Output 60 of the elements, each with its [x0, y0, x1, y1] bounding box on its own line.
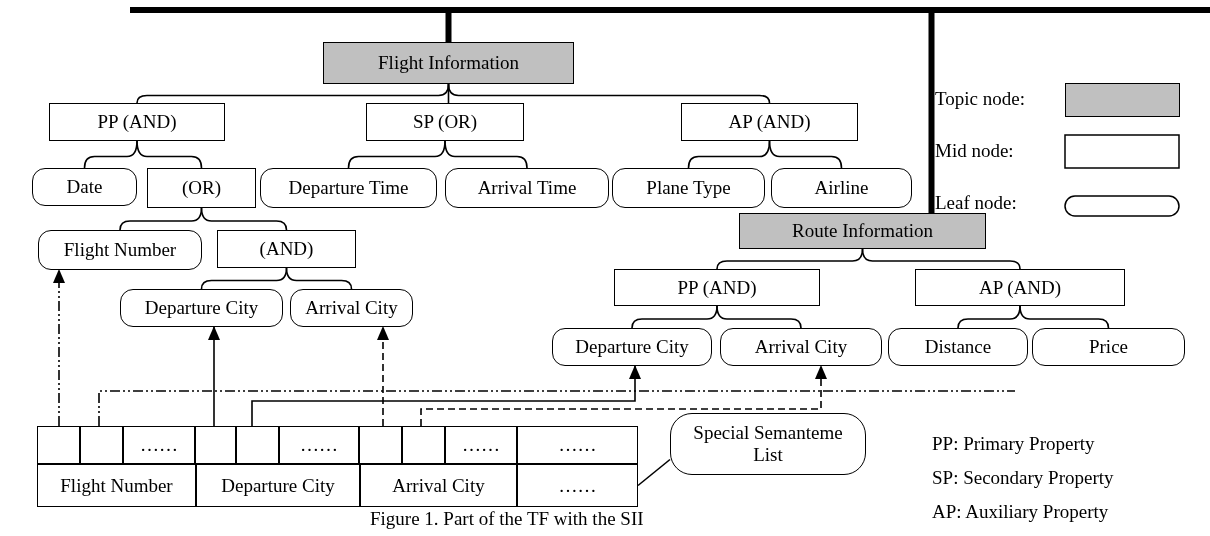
table-cell [80, 426, 123, 464]
table-cell: …… [517, 426, 638, 464]
table-cell: …… [123, 426, 195, 464]
table-cell: …… [445, 426, 517, 464]
bus-connector [445, 13, 452, 42]
bus-connector [928, 13, 935, 213]
abbreviation-note: AP: Auxiliary Property [932, 501, 1109, 523]
mid-node: (AND) [217, 230, 356, 268]
brace [861, 248, 1021, 270]
figure-caption: Figure 1. Part of the TF with the SII [370, 508, 644, 530]
leaf-node: Departure City [120, 289, 283, 327]
table-cell: …… [279, 426, 359, 464]
legend-label: Mid node: [935, 140, 1014, 162]
abbreviation-note: PP: Primary Property [932, 433, 1095, 455]
brace [200, 207, 288, 231]
arrow [420, 365, 827, 427]
connector-line [98, 390, 1016, 427]
table-cell [402, 426, 445, 464]
abbreviation-note: SP: Secondary Property [932, 467, 1114, 489]
table-cell: Arrival City [360, 464, 517, 507]
table-cell [37, 426, 80, 464]
table-cell [195, 426, 236, 464]
mid-node: (OR) [147, 168, 256, 208]
topic-node: Route Information [739, 213, 986, 249]
leaf-node: Departure City [552, 328, 712, 366]
legend-label: Topic node: [935, 88, 1025, 110]
brace [447, 83, 771, 104]
legend-label: Leaf node: [935, 192, 1017, 214]
table-cell [359, 426, 402, 464]
bus-bar [130, 7, 1210, 13]
arrow [251, 365, 641, 427]
leaf-node: Arrival Time [445, 168, 609, 208]
topic-node: Flight Information [323, 42, 574, 84]
table-cell: …… [517, 464, 638, 507]
leader-line [637, 458, 671, 487]
callout-box: Special Semanteme List [670, 413, 866, 475]
brace [1019, 305, 1110, 329]
table-cell: Departure City [196, 464, 360, 507]
leaf-node: Departure Time [260, 168, 437, 208]
brace [716, 305, 802, 329]
table-cell: Flight Number [37, 464, 196, 507]
mid-node: PP (AND) [49, 103, 225, 141]
arrow [53, 269, 65, 427]
table-cell [236, 426, 279, 464]
leaf-node: Date [32, 168, 137, 206]
mid-node: PP (AND) [614, 269, 820, 306]
brace [716, 248, 864, 270]
brace [136, 83, 450, 104]
mid-node: AP (AND) [681, 103, 858, 141]
leaf-node: Distance [888, 328, 1028, 366]
leaf-node: Airline [771, 168, 912, 208]
leaf-node: Arrival City [720, 328, 882, 366]
leaf-node: Plane Type [612, 168, 765, 208]
mid-node: SP (OR) [366, 103, 524, 141]
arrow [377, 326, 389, 427]
leaf-node: Flight Number [38, 230, 202, 270]
leaf-node: Price [1032, 328, 1185, 366]
arrow [208, 326, 220, 427]
mid-node: AP (AND) [915, 269, 1125, 306]
leaf-node: Arrival City [290, 289, 413, 327]
